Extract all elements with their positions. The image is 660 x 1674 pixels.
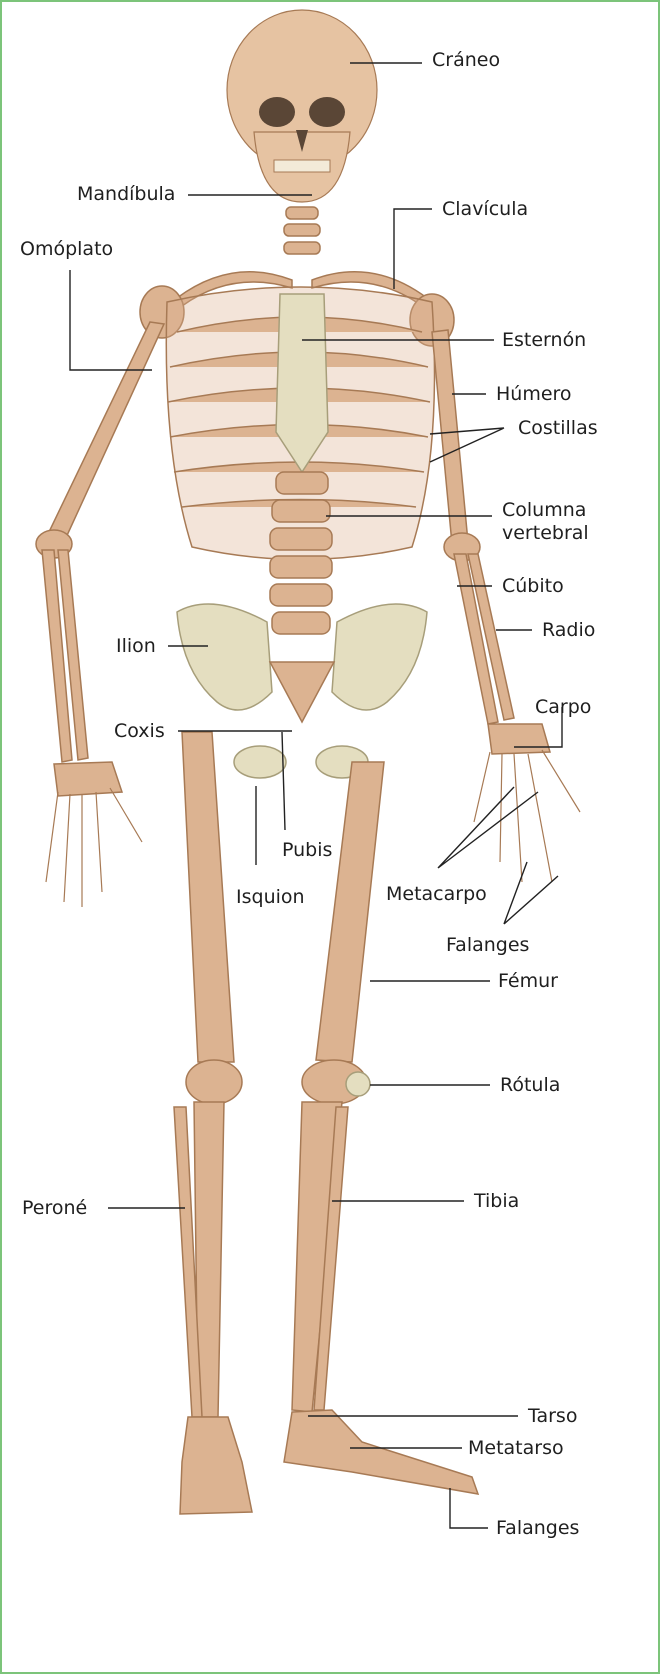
label-femur: Fémur: [498, 970, 558, 992]
label-mandibula: Mandíbula: [77, 183, 175, 205]
label-metacarpo: Metacarpo: [386, 883, 487, 905]
label-cubito: Cúbito: [502, 575, 564, 597]
label-radio: Radio: [542, 619, 595, 641]
label-coxis: Coxis: [114, 720, 165, 742]
label-tibia: Tibia: [473, 1190, 519, 1212]
label-costillas: Costillas: [518, 417, 598, 439]
label-clavicula: Clavícula: [442, 198, 528, 220]
label-rotula: Rótula: [500, 1074, 560, 1096]
skull: [227, 10, 377, 202]
patella: [346, 1072, 370, 1096]
label-columna-2: vertebral: [502, 522, 589, 544]
label-falanges-pie: Falanges: [496, 1517, 579, 1539]
skeleton-illustration: [36, 10, 580, 1514]
foot-right: [284, 1410, 478, 1494]
femur-right: [316, 762, 384, 1062]
label-isquion: Isquion: [236, 886, 305, 908]
foot-left: [180, 1417, 252, 1514]
femur-left: [182, 732, 234, 1062]
label-pubis: Pubis: [282, 839, 332, 861]
label-omoplato: Omóplato: [20, 238, 113, 260]
label-tarso: Tarso: [527, 1405, 577, 1427]
label-humero: Húmero: [496, 383, 572, 405]
label-esternon: Esternón: [502, 329, 586, 351]
label-columna-1: Columna: [502, 499, 586, 521]
label-falanges-mano: Falanges: [446, 934, 529, 956]
label-metatarso: Metatarso: [468, 1437, 564, 1459]
knee-left: [186, 1060, 242, 1104]
arm-right: [432, 330, 580, 882]
cervical-spine: [284, 207, 320, 254]
arm-left: [36, 322, 164, 907]
label-craneo: Cráneo: [432, 49, 500, 71]
label-carpo: Carpo: [535, 696, 591, 718]
label-ilion: Ilion: [116, 635, 156, 657]
label-perone: Peroné: [22, 1197, 87, 1219]
